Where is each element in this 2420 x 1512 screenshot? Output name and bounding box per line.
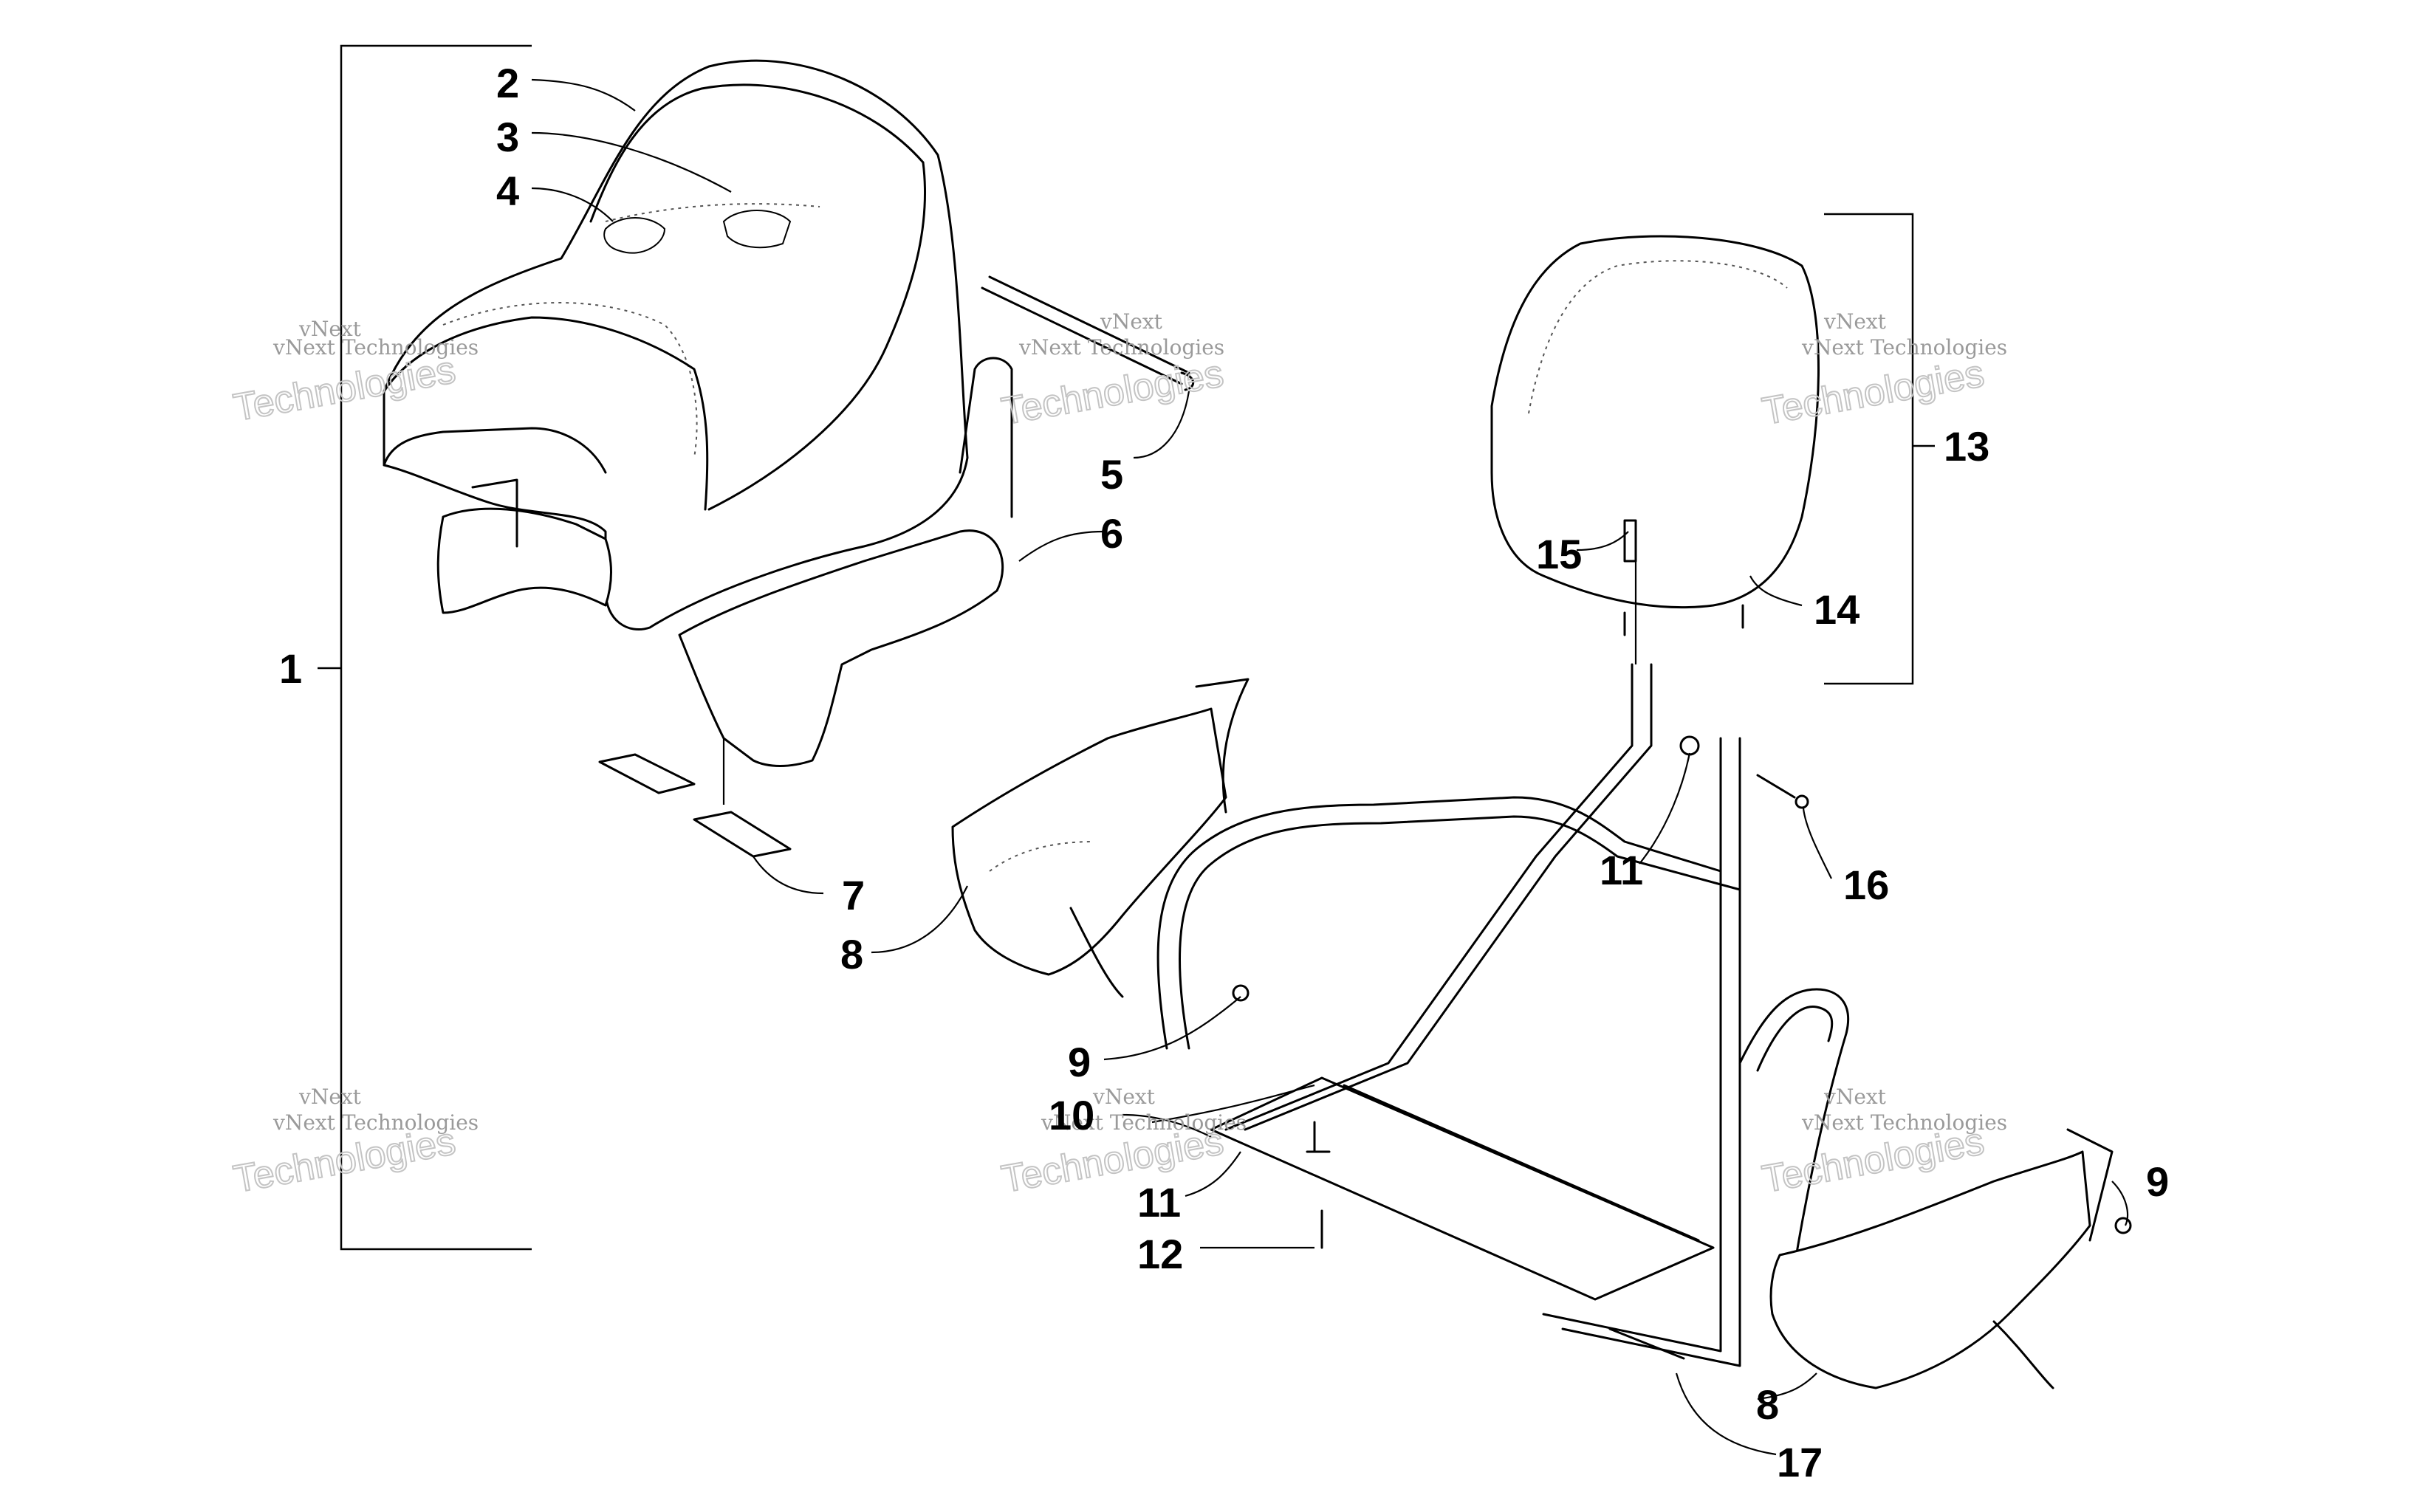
callout-3: 3 bbox=[496, 114, 519, 160]
callout-10: 10 bbox=[1049, 1092, 1094, 1138]
watermark-text: Technologies bbox=[998, 352, 1227, 433]
callout-8-right: 8 bbox=[1756, 1381, 1779, 1428]
watermark-text: vNext Technologies bbox=[272, 1110, 479, 1135]
callout-11-upper: 11 bbox=[1600, 847, 1643, 893]
callouts: 1 2 3 4 5 6 7 8 8 9 9 10 11 11 12 13 14 … bbox=[279, 60, 2169, 1485]
watermark-text: vNext Technologies bbox=[272, 335, 479, 360]
bracket-item-13 bbox=[1824, 213, 1935, 685]
watermark-text: vNext bbox=[1823, 309, 1887, 334]
callout-9-left: 9 bbox=[1068, 1039, 1091, 1085]
seat-assembly bbox=[383, 59, 1195, 858]
watermark-text: vNext Technologies bbox=[1018, 335, 1224, 360]
callout-1: 1 bbox=[279, 645, 302, 692]
callout-16: 16 bbox=[1843, 862, 1889, 908]
callout-9-right: 9 bbox=[2146, 1158, 2169, 1205]
callout-11-lower: 11 bbox=[1137, 1179, 1181, 1226]
callout-13: 13 bbox=[1944, 423, 1989, 470]
watermark-text: vNext bbox=[298, 1085, 362, 1109]
callout-5: 5 bbox=[1100, 451, 1123, 498]
watermark-text: vNext bbox=[1092, 1085, 1156, 1109]
watermark-text: vNext bbox=[1100, 309, 1163, 334]
callout-17: 17 bbox=[1777, 1439, 1823, 1485]
side-guard-left bbox=[951, 678, 1250, 998]
watermark-text: vNext Technologies bbox=[1041, 1110, 1247, 1135]
backrest-assembly bbox=[1490, 235, 1820, 664]
backrest-frame bbox=[1156, 663, 2132, 1367]
watermark-text: vNext Technologies bbox=[1801, 1110, 2007, 1135]
callout-14: 14 bbox=[1814, 586, 1859, 633]
callout-2: 2 bbox=[496, 60, 519, 106]
watermark-text: vNext bbox=[298, 317, 362, 341]
leader-lines bbox=[531, 78, 2128, 1456]
callout-7: 7 bbox=[842, 872, 865, 918]
watermark-text: vNext bbox=[1823, 1085, 1887, 1109]
watermark-text: vNext Technologies bbox=[1801, 335, 2007, 360]
callout-8-left: 8 bbox=[840, 931, 863, 977]
callout-4: 4 bbox=[496, 168, 519, 214]
side-guard-right bbox=[1769, 1128, 2114, 1389]
callout-15: 15 bbox=[1536, 531, 1582, 577]
bracket-item-1 bbox=[318, 44, 532, 1251]
callout-12: 12 bbox=[1137, 1231, 1183, 1277]
callout-6: 6 bbox=[1100, 510, 1123, 557]
